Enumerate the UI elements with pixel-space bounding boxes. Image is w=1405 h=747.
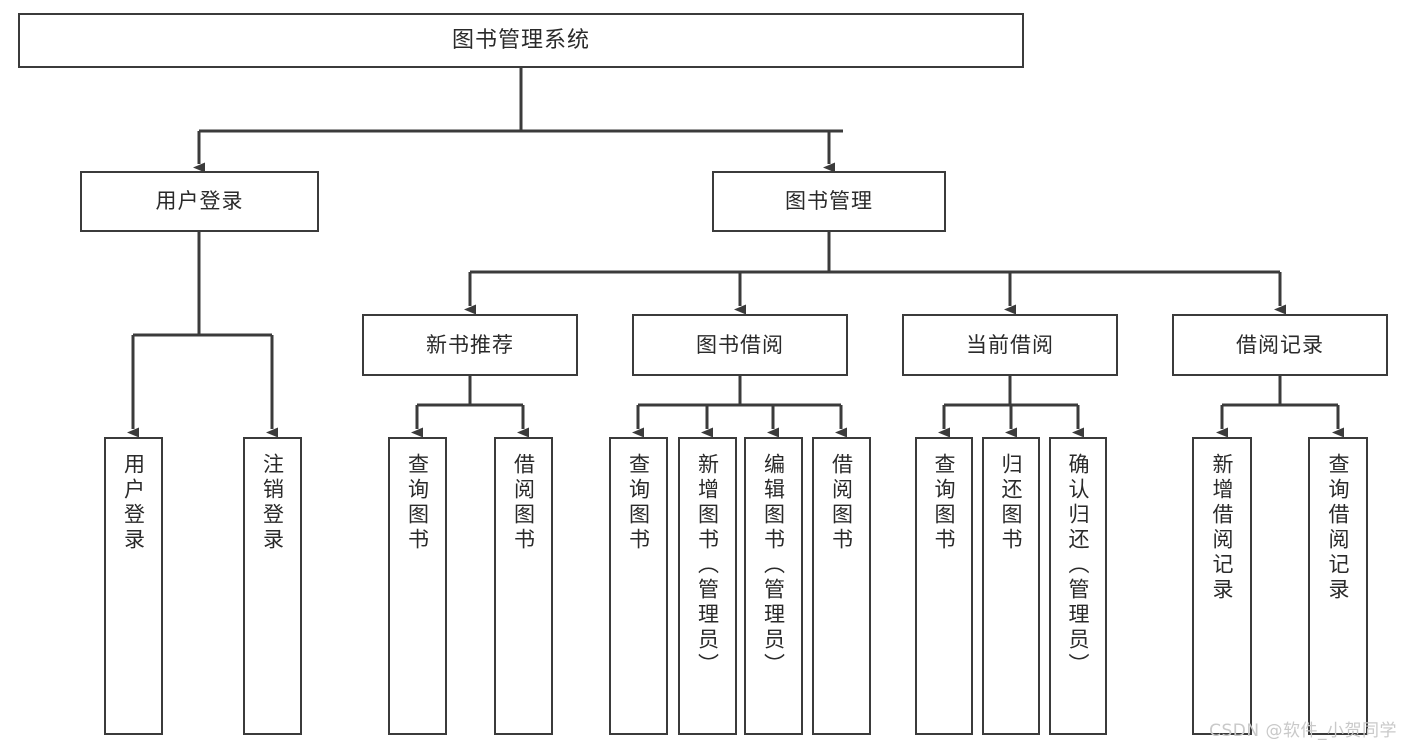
leaf-borrow-book[interactable]: 借阅图书 <box>812 437 871 735</box>
node-current-borrow[interactable]: 当前借阅 <box>902 314 1118 376</box>
leaf-query-borrow-record[interactable]: 查询借阅记录 <box>1308 437 1368 735</box>
node-label: 查询借阅记录 <box>1326 453 1351 603</box>
node-label: 查询图书 <box>405 453 430 553</box>
leaf-return-book[interactable]: 归还图书 <box>982 437 1040 735</box>
leaf-query-book-borrow[interactable]: 查询图书 <box>609 437 668 735</box>
node-label: 借阅图书 <box>511 453 536 553</box>
node-label: 当前借阅 <box>966 332 1054 357</box>
node-label: 新书推荐 <box>426 332 514 357</box>
leaf-add-book-admin[interactable]: 新增图书（管理员） <box>678 437 737 735</box>
leaf-add-borrow-record[interactable]: 新增借阅记录 <box>1192 437 1252 735</box>
node-book-borrow[interactable]: 图书借阅 <box>632 314 848 376</box>
node-new-book-recommend[interactable]: 新书推荐 <box>362 314 578 376</box>
node-label: 图书管理系统 <box>451 27 590 53</box>
node-label: 编辑图书（管理员） <box>761 453 786 678</box>
node-label: 归还图书 <box>999 453 1024 553</box>
leaf-edit-book-admin[interactable]: 编辑图书（管理员） <box>744 437 803 735</box>
node-label: 图书借阅 <box>696 332 784 357</box>
node-label: 注销登录 <box>260 453 285 553</box>
node-label: 确认归还（管理员） <box>1066 453 1091 678</box>
node-borrow-record[interactable]: 借阅记录 <box>1172 314 1388 376</box>
node-user-login[interactable]: 用户登录 <box>80 171 319 232</box>
leaf-query-book-newbook[interactable]: 查询图书 <box>388 437 447 735</box>
node-book-management[interactable]: 图书管理 <box>712 171 946 232</box>
node-label: 借阅图书 <box>829 453 854 553</box>
leaf-borrow-book-newbook[interactable]: 借阅图书 <box>494 437 553 735</box>
node-label: 查询图书 <box>932 453 957 553</box>
csdn-watermark: CSDN @软件_小贺同学 <box>1209 721 1397 741</box>
node-root-system[interactable]: 图书管理系统 <box>18 13 1024 68</box>
node-label: 新增图书（管理员） <box>695 453 720 678</box>
leaf-logout[interactable]: 注销登录 <box>243 437 302 735</box>
node-label: 查询图书 <box>626 453 651 553</box>
node-label: 用户登录 <box>155 189 244 214</box>
node-label: 用户登录 <box>121 453 146 553</box>
node-label: 新增借阅记录 <box>1210 453 1235 603</box>
leaf-query-book-current[interactable]: 查询图书 <box>915 437 973 735</box>
leaf-user-login[interactable]: 用户登录 <box>104 437 163 735</box>
node-label: 图书管理 <box>785 189 873 214</box>
leaf-confirm-return-admin[interactable]: 确认归还（管理员） <box>1049 437 1107 735</box>
node-label: 借阅记录 <box>1236 332 1324 357</box>
